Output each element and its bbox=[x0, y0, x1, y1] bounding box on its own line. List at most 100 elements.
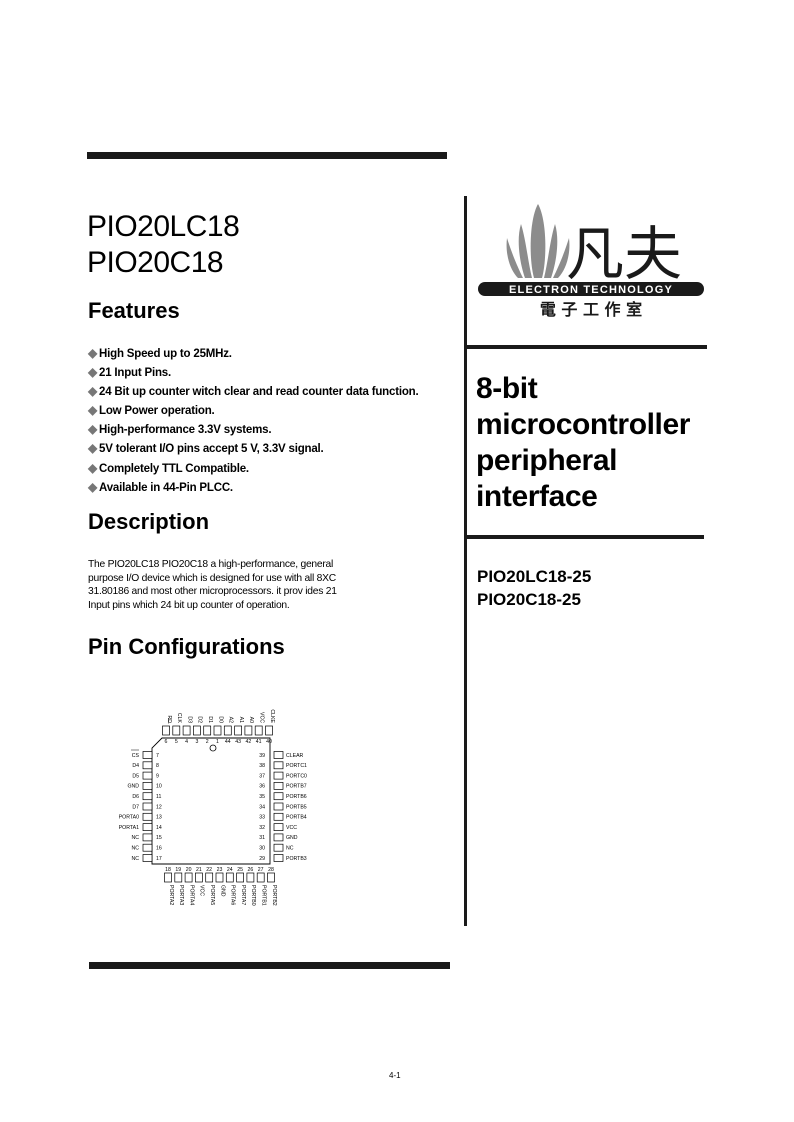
pin-pad bbox=[142, 792, 153, 801]
pin-label: NC bbox=[132, 846, 140, 852]
features-list: ◆High Speed up to 25MHz. ◆21 Input Pins.… bbox=[88, 344, 419, 497]
pin-pad bbox=[182, 725, 191, 736]
logo-divider bbox=[467, 345, 707, 349]
pin-pad bbox=[273, 823, 284, 831]
pin-number: 20 bbox=[186, 867, 192, 873]
pin-number: 40 bbox=[266, 739, 272, 745]
diamond-bullet-icon: ◆ bbox=[88, 479, 98, 494]
pin-pad bbox=[215, 872, 224, 883]
pin-label: NC bbox=[286, 846, 294, 852]
pin-number: 38 bbox=[259, 763, 265, 769]
diamond-bullet-icon: ◆ bbox=[88, 365, 98, 380]
pin-label: PORTA1 bbox=[119, 825, 139, 831]
pin-label: CLK bbox=[176, 713, 182, 724]
pin-label: D1 bbox=[207, 716, 213, 723]
pin-number: 12 bbox=[156, 804, 162, 810]
description-line: 31.80186 and most other microprocessors.… bbox=[88, 586, 337, 597]
pin-number: 36 bbox=[259, 784, 265, 790]
pin-pad bbox=[225, 872, 234, 883]
pin-label: PORTB4 bbox=[286, 815, 307, 821]
title-divider bbox=[467, 535, 704, 539]
pin-number: 31 bbox=[259, 835, 265, 841]
pin-pad bbox=[273, 771, 284, 780]
part-title-1: PIO20LC18 bbox=[87, 210, 240, 243]
product-title-line: peripheral bbox=[476, 444, 618, 477]
pin-label: PORTC0 bbox=[286, 773, 307, 779]
bottom-rule bbox=[89, 962, 450, 969]
pin-number: 29 bbox=[259, 856, 265, 862]
pin-label: PORTA2 bbox=[168, 885, 174, 905]
product-title-line: interface bbox=[476, 480, 598, 513]
product-title-line: 8-bit bbox=[476, 372, 538, 405]
pin-number: 1 bbox=[216, 739, 219, 745]
pin-pad bbox=[273, 833, 284, 842]
pin-pad bbox=[273, 812, 284, 821]
pin-pad bbox=[164, 872, 172, 883]
pin-number: 22 bbox=[206, 867, 212, 873]
pin-number: 42 bbox=[246, 739, 252, 745]
pin-pad bbox=[193, 725, 201, 736]
electron-technology-logo: 凡夫 ELECTRON TECHNOLOGY 電 子 工 作 室 bbox=[478, 204, 704, 319]
pin-pad bbox=[244, 725, 253, 736]
pin-pad bbox=[205, 872, 214, 883]
feature-item: ◆Low Power operation. bbox=[88, 403, 215, 418]
pin-pad bbox=[195, 872, 203, 883]
pin-number: 16 bbox=[156, 846, 162, 852]
pin-number: 33 bbox=[259, 815, 265, 821]
pin-number: 44 bbox=[225, 739, 231, 745]
logo-brand-glyphs: 凡夫 bbox=[566, 220, 682, 288]
pin-config-heading: Pin Configurations bbox=[88, 634, 285, 659]
pin-label: PORTA6 bbox=[230, 885, 236, 905]
pin-number: 6 bbox=[165, 739, 168, 745]
description-line: Input pins which 24 bit up counter of op… bbox=[88, 599, 290, 611]
pin-pad bbox=[142, 854, 153, 862]
pin-label: CS bbox=[132, 753, 140, 759]
pin-pad bbox=[142, 812, 153, 821]
pin-number: 7 bbox=[156, 753, 159, 759]
pin-pad bbox=[273, 802, 284, 811]
pin-label: VCC bbox=[199, 885, 205, 896]
logo-chinese-text: 電 子 工 作 室 bbox=[540, 300, 642, 319]
pin-pad bbox=[142, 833, 153, 842]
pin-pad bbox=[142, 761, 153, 770]
pin-number: 27 bbox=[258, 867, 264, 873]
pin-pad bbox=[223, 725, 232, 736]
pin-label: CLEAR bbox=[286, 753, 304, 759]
feature-item: ◆High Speed up to 25MHz. bbox=[88, 346, 232, 360]
pin-label: D0 bbox=[217, 716, 223, 723]
pin-label: PORTA5 bbox=[209, 885, 215, 905]
pin-label: PORTC1 bbox=[286, 763, 307, 769]
pin-label: D2 bbox=[197, 716, 203, 723]
pin-label: D6 bbox=[132, 794, 139, 800]
chip-body bbox=[151, 737, 271, 865]
pin-pad bbox=[203, 725, 212, 736]
pin-pad bbox=[142, 823, 153, 831]
pin-label: VCC bbox=[286, 825, 297, 831]
pin-label: NC bbox=[132, 856, 140, 862]
pin-pad bbox=[273, 751, 284, 759]
pin-label: RD bbox=[166, 716, 172, 724]
pin-pad bbox=[273, 854, 284, 862]
pin-number: 10 bbox=[156, 784, 162, 790]
pin-label: PORTB1 bbox=[261, 885, 267, 906]
pin1-marker bbox=[209, 744, 217, 752]
pin-pad bbox=[142, 771, 153, 780]
pin-pad bbox=[273, 782, 284, 790]
pin-pad bbox=[246, 872, 255, 883]
part-title-2: PIO20C18 bbox=[87, 246, 224, 279]
pin-number: 43 bbox=[235, 739, 241, 745]
pin-label: NC bbox=[132, 835, 140, 841]
pin-number: 13 bbox=[156, 815, 162, 821]
diamond-bullet-icon: ◆ bbox=[88, 441, 98, 456]
pin-number: 8 bbox=[156, 763, 159, 769]
part-number-2: PIO20C18-25 bbox=[477, 590, 581, 609]
pin-pad bbox=[273, 761, 284, 770]
diamond-bullet-icon: ◆ bbox=[88, 422, 98, 437]
feature-item: ◆Completely TTL Compatible. bbox=[88, 460, 249, 475]
pin-label: PORTA3 bbox=[178, 885, 184, 905]
pin-number: 28 bbox=[268, 867, 274, 873]
pin-number: 9 bbox=[156, 773, 159, 779]
pin-pad bbox=[184, 872, 193, 883]
feature-item: ◆Available in 44-Pin PLCC. bbox=[88, 479, 233, 494]
pin-number: 21 bbox=[196, 867, 202, 873]
